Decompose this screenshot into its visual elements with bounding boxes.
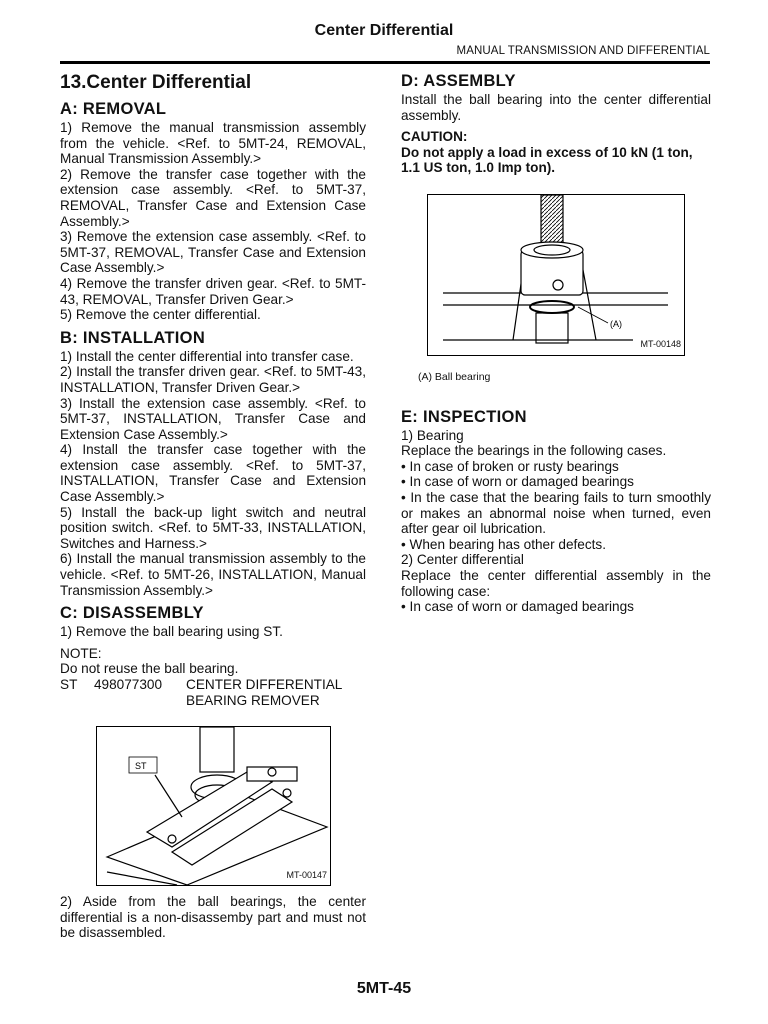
bearing-remover-illustration: ST [105,726,329,886]
disassembly-heading: C: DISASSEMBLY [60,604,204,623]
figure-caption: (A) Ball bearing [418,370,491,383]
st-label: ST [60,677,78,692]
figure-id: MT-00147 [286,869,327,880]
bullet-item: • When bearing has other defects. [401,536,607,552]
installation-step: 1) Install the center differential into … [60,348,354,364]
ball-bearing-illustration: (A) [443,194,668,344]
removal-step: 3) Remove the extension case assembly. <… [60,229,366,276]
removal-step: 5) Remove the center differential. [60,307,261,323]
header-title: Center Differential [314,22,454,39]
header-rule [60,61,710,64]
page-title: 13.Center Differential [60,72,252,93]
st-callout: ST [135,761,147,771]
installation-step: 5) Install the back-up light switch and … [60,504,366,551]
note-label: NOTE: [60,645,102,661]
caution-text: Do not apply a load in excess of 10 kN (… [401,144,693,176]
assembly-text: Install the ball bearing into the center… [401,92,711,123]
note-text: Do not reuse the ball bearing. [60,661,239,677]
assembly-heading: D: ASSEMBLY [401,72,516,90]
installation-step: 6) Install the manual transmission assem… [60,551,366,598]
caution-label: CAUTION: [401,129,468,145]
figure-id: MT-00148 [640,339,681,350]
st-name-2: BEARING REMOVER [186,692,320,708]
st-number: 498077300 [94,677,163,692]
a-callout: (A) [610,319,622,329]
inspection-heading: E: INSPECTION [401,407,527,426]
st-name-1: CENTER DIFFERENTIAL [186,677,343,692]
removal-step: 1) Remove the manual transmission assemb… [60,120,366,167]
page-number: 5MT-45 [356,980,412,997]
removal-step: 2) Remove the transfer case together wit… [60,166,366,229]
inspection-intro: Replace the center differential assembly… [401,567,711,599]
bullet-item: • In the case that the bearing fails to … [401,489,711,537]
inspection-sub: 2) Center differential [401,552,524,568]
inspection-intro: Replace the bearings in the following ca… [401,443,667,459]
disassembly-step: 1) Remove the ball bearing using ST. [60,624,283,640]
removal-heading: A: REMOVAL [60,100,167,118]
removal-step: 4) Remove the transfer driven gear. <Ref… [60,275,366,307]
figure-ball-bearing: (A) MT-00148 [427,193,685,356]
disassembly-step: 2) Aside from the ball bearings, the cen… [60,894,366,941]
bullet-item: • In case of worn or damaged bearings [401,474,634,490]
installation-step: 4) Install the transfer case together wi… [60,442,366,505]
right-column: D: ASSEMBLY Install the ball bearing int… [401,70,711,615]
left-column: 13.Center Differential A: REMOVAL 1) Rem… [60,70,366,941]
header-section: MANUAL TRANSMISSION AND DIFFERENTIAL [456,45,710,57]
installation-step: 2) Install the transfer driven gear. <Re… [60,364,366,395]
figure-bearing-remover: ST MT-00147 [96,726,331,887]
bullet-item: • In case of broken or rusty bearings [401,458,619,474]
installation-heading: B: INSTALLATION [60,328,206,347]
inspection-sub: 1) Bearing [401,427,464,443]
installation-step: 3) Install the extension case assembly. … [60,395,366,442]
bullet-item: • In case of worn or damaged bearings [401,599,634,615]
